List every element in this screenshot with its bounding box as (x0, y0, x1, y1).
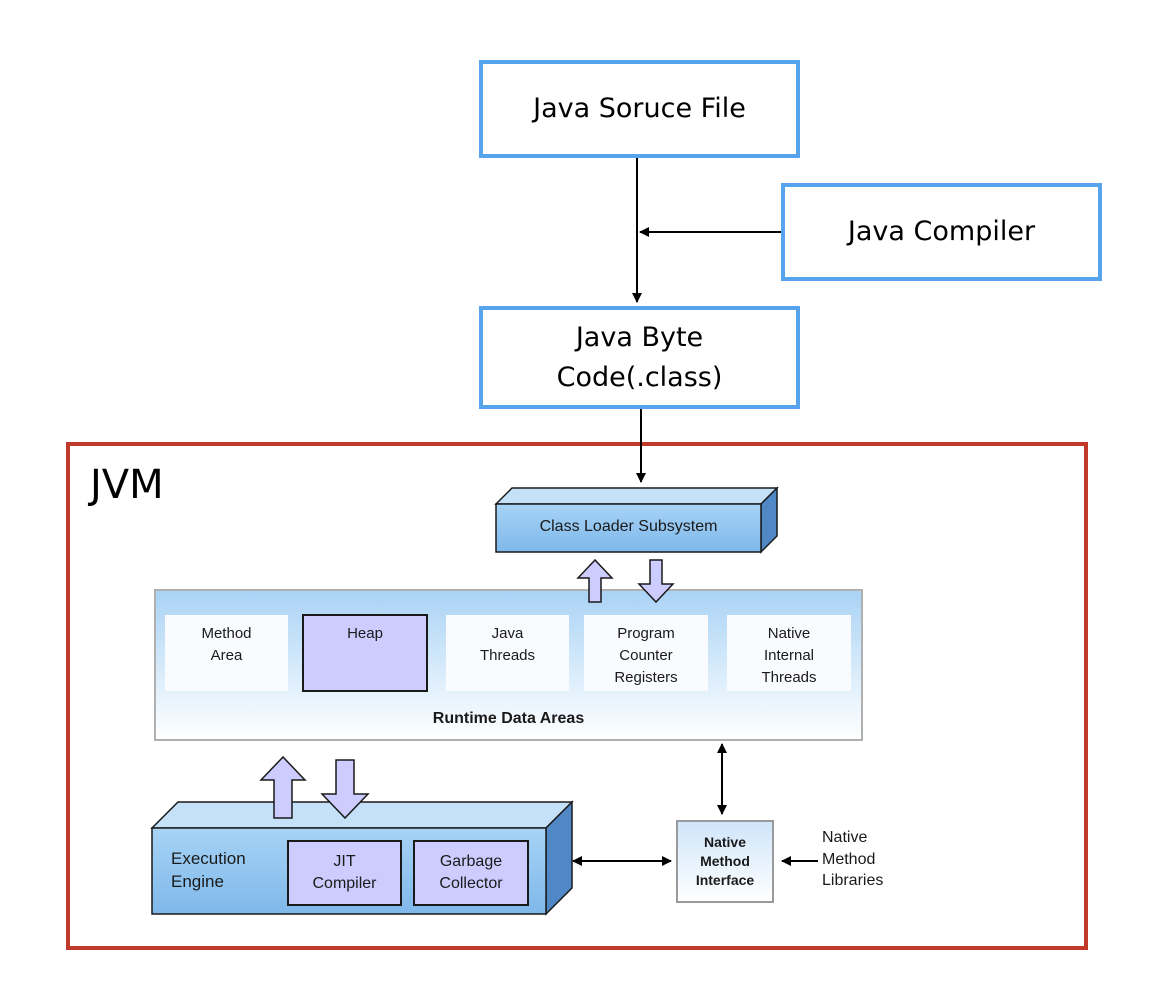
exec-up-block-arrow (259, 755, 307, 819)
java-byte-code-box: Java Byte Code(.class) (479, 306, 800, 409)
program-counter-registers-cell: Program Counter Registers (584, 615, 708, 691)
native-internal-threads-cell: Native Internal Threads (727, 615, 851, 691)
class-loader-label: Class Loader Subsystem (539, 518, 718, 535)
java-threads-cell: Java Threads (446, 615, 569, 691)
native-method-interface-box: Native Method Interface (676, 820, 774, 903)
java-source-file-box: Java Soruce File (479, 60, 800, 158)
method-area-cell: Method Area (165, 615, 288, 691)
class-loader-block (494, 486, 779, 554)
jvm-title: JVM (90, 462, 164, 508)
garbage-collector-box: Garbage Collector (413, 840, 529, 906)
jit-compiler-box: JIT Compiler (287, 840, 402, 906)
loader-up-block-arrow (576, 558, 614, 603)
heap-cell: Heap (302, 614, 428, 692)
java-compiler-box: Java Compiler (781, 183, 1102, 281)
exec-down-block-arrow (320, 759, 370, 820)
jvm-frame (66, 442, 1088, 950)
native-method-libraries-label: Native Method Libraries (822, 829, 884, 890)
runtime-data-areas-title: Runtime Data Areas (432, 710, 585, 727)
execution-engine-label: Execution Engine (171, 849, 246, 891)
loader-down-block-arrow (637, 559, 675, 604)
